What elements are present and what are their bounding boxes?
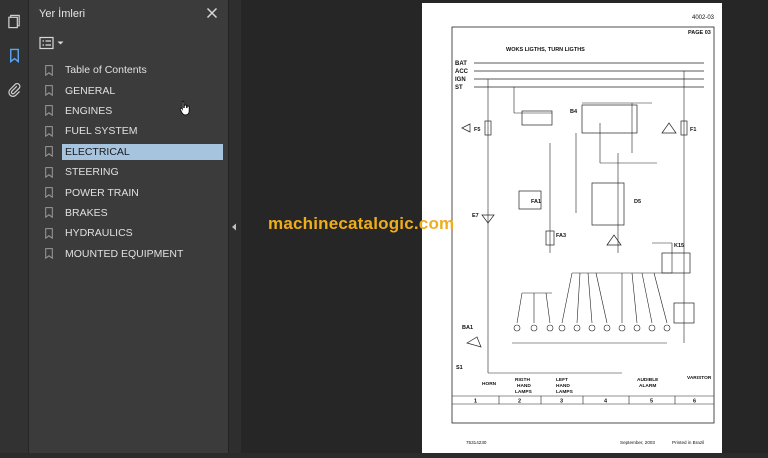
options-list-icon	[39, 36, 54, 50]
rail-acc: ACC	[455, 69, 469, 75]
bookmark-icon	[45, 85, 53, 97]
bookmark-list: Table of Contents GENERAL ENGINES FUEL S…	[45, 60, 225, 264]
bookmark-options-button[interactable]	[39, 34, 65, 52]
chevron-down-icon	[57, 41, 64, 45]
doc-number: 4002-03	[692, 15, 715, 21]
bookmark-icon	[45, 125, 53, 137]
bookmark-label: MOUNTED EQUIPMENT	[65, 247, 184, 260]
bookmark-engines[interactable]: ENGINES	[45, 101, 225, 121]
bookmark-label: ELECTRICAL	[62, 143, 223, 160]
bookmark-label: HYDRAULICS	[65, 227, 133, 240]
bookmark-fuel-system[interactable]: FUEL SYSTEM	[45, 121, 225, 141]
bookmark-label: BRAKES	[65, 206, 108, 219]
bookmark-icon	[45, 146, 53, 158]
component-e7: E7	[472, 213, 479, 219]
component-b4: B4	[570, 109, 578, 115]
watermark-text: machinecatalogic.com	[268, 214, 455, 233]
close-icon[interactable]	[204, 5, 220, 21]
label-horn: HORN	[482, 381, 497, 387]
column-5: 5	[650, 399, 653, 405]
bookmark-label: ENGINES	[65, 104, 113, 117]
bookmark-icon	[45, 105, 53, 117]
wiring-schematic: 4002-03 PAGE 03 WOKS LIGTHS, TURN LIGTHS…	[451, 15, 715, 445]
bookmark-icon	[45, 207, 53, 219]
pages-thumbnails-button[interactable]	[0, 6, 28, 36]
paperclip-icon	[7, 82, 20, 97]
column-3: 3	[560, 399, 563, 405]
column-6: 6	[693, 399, 696, 405]
bookmark-label: Table of Contents	[65, 64, 147, 77]
component-f5: F5	[474, 127, 480, 133]
bookmark-icon	[45, 248, 53, 260]
bookmarks-button[interactable]	[0, 40, 28, 70]
component-s1: S1	[456, 365, 463, 371]
bookmark-icon	[45, 227, 53, 239]
page-label: PAGE 03	[688, 30, 711, 36]
tool-rail	[0, 0, 29, 453]
hand-cursor-icon	[179, 100, 190, 116]
bookmark-electrical[interactable]: ELECTRICAL	[45, 142, 225, 162]
label-varistor: VARISTOR	[687, 375, 712, 381]
bookmark-steering[interactable]: STEERING	[45, 162, 225, 182]
bookmarks-panel: Yer İmleri Table of Contents GENERAL ENG…	[29, 0, 228, 453]
component-ba1: BA1	[462, 325, 473, 331]
bookmark-power-train[interactable]: POWER TRAIN	[45, 182, 225, 202]
bookmark-general[interactable]: GENERAL	[45, 80, 225, 100]
rail-ign: IGN	[455, 77, 466, 83]
bookmark-label: GENERAL	[65, 84, 116, 97]
component-f1: F1	[690, 127, 696, 133]
bookmark-icon	[9, 48, 19, 63]
bookmark-hydraulics[interactable]: HYDRAULICS	[45, 223, 225, 243]
column-2: 2	[518, 399, 521, 405]
bookmark-label: POWER TRAIN	[65, 186, 139, 199]
bookmark-label: FUEL SYSTEM	[65, 125, 138, 138]
footer-date: September, 2003	[620, 440, 655, 445]
column-1: 1	[474, 399, 477, 405]
bookmark-brakes[interactable]: BRAKES	[45, 203, 225, 223]
collapse-arrow-icon[interactable]	[231, 223, 237, 231]
footer-printed: Printed in Brazil	[672, 440, 704, 445]
component-fa3: FA3	[556, 233, 566, 239]
pdf-page: 4002-03 PAGE 03 WOKS LIGTHS, TURN LIGTHS…	[422, 3, 722, 453]
pages-icon	[7, 14, 20, 28]
column-4: 4	[604, 399, 608, 405]
bookmark-table-of-contents[interactable]: Table of Contents	[45, 60, 225, 80]
bookmark-label: STEERING	[65, 166, 119, 179]
rail-st: ST	[455, 85, 463, 91]
component-d5: D5	[634, 199, 641, 205]
rail-bat: BAT	[455, 61, 467, 67]
panel-title: Yer İmleri	[39, 8, 86, 20]
component-k15: K15	[674, 243, 684, 249]
bookmark-icon	[45, 187, 53, 199]
bookmark-mounted-equipment[interactable]: MOUNTED EQUIPMENT	[45, 244, 225, 264]
attachments-button[interactable]	[0, 74, 28, 104]
schematic-title: WOKS LIGTHS, TURN LIGTHS	[506, 47, 585, 53]
bookmark-icon	[45, 64, 53, 76]
bookmark-icon	[45, 166, 53, 178]
footer-part-number: 75314230	[466, 440, 487, 445]
component-fa1: FA1	[531, 199, 541, 205]
